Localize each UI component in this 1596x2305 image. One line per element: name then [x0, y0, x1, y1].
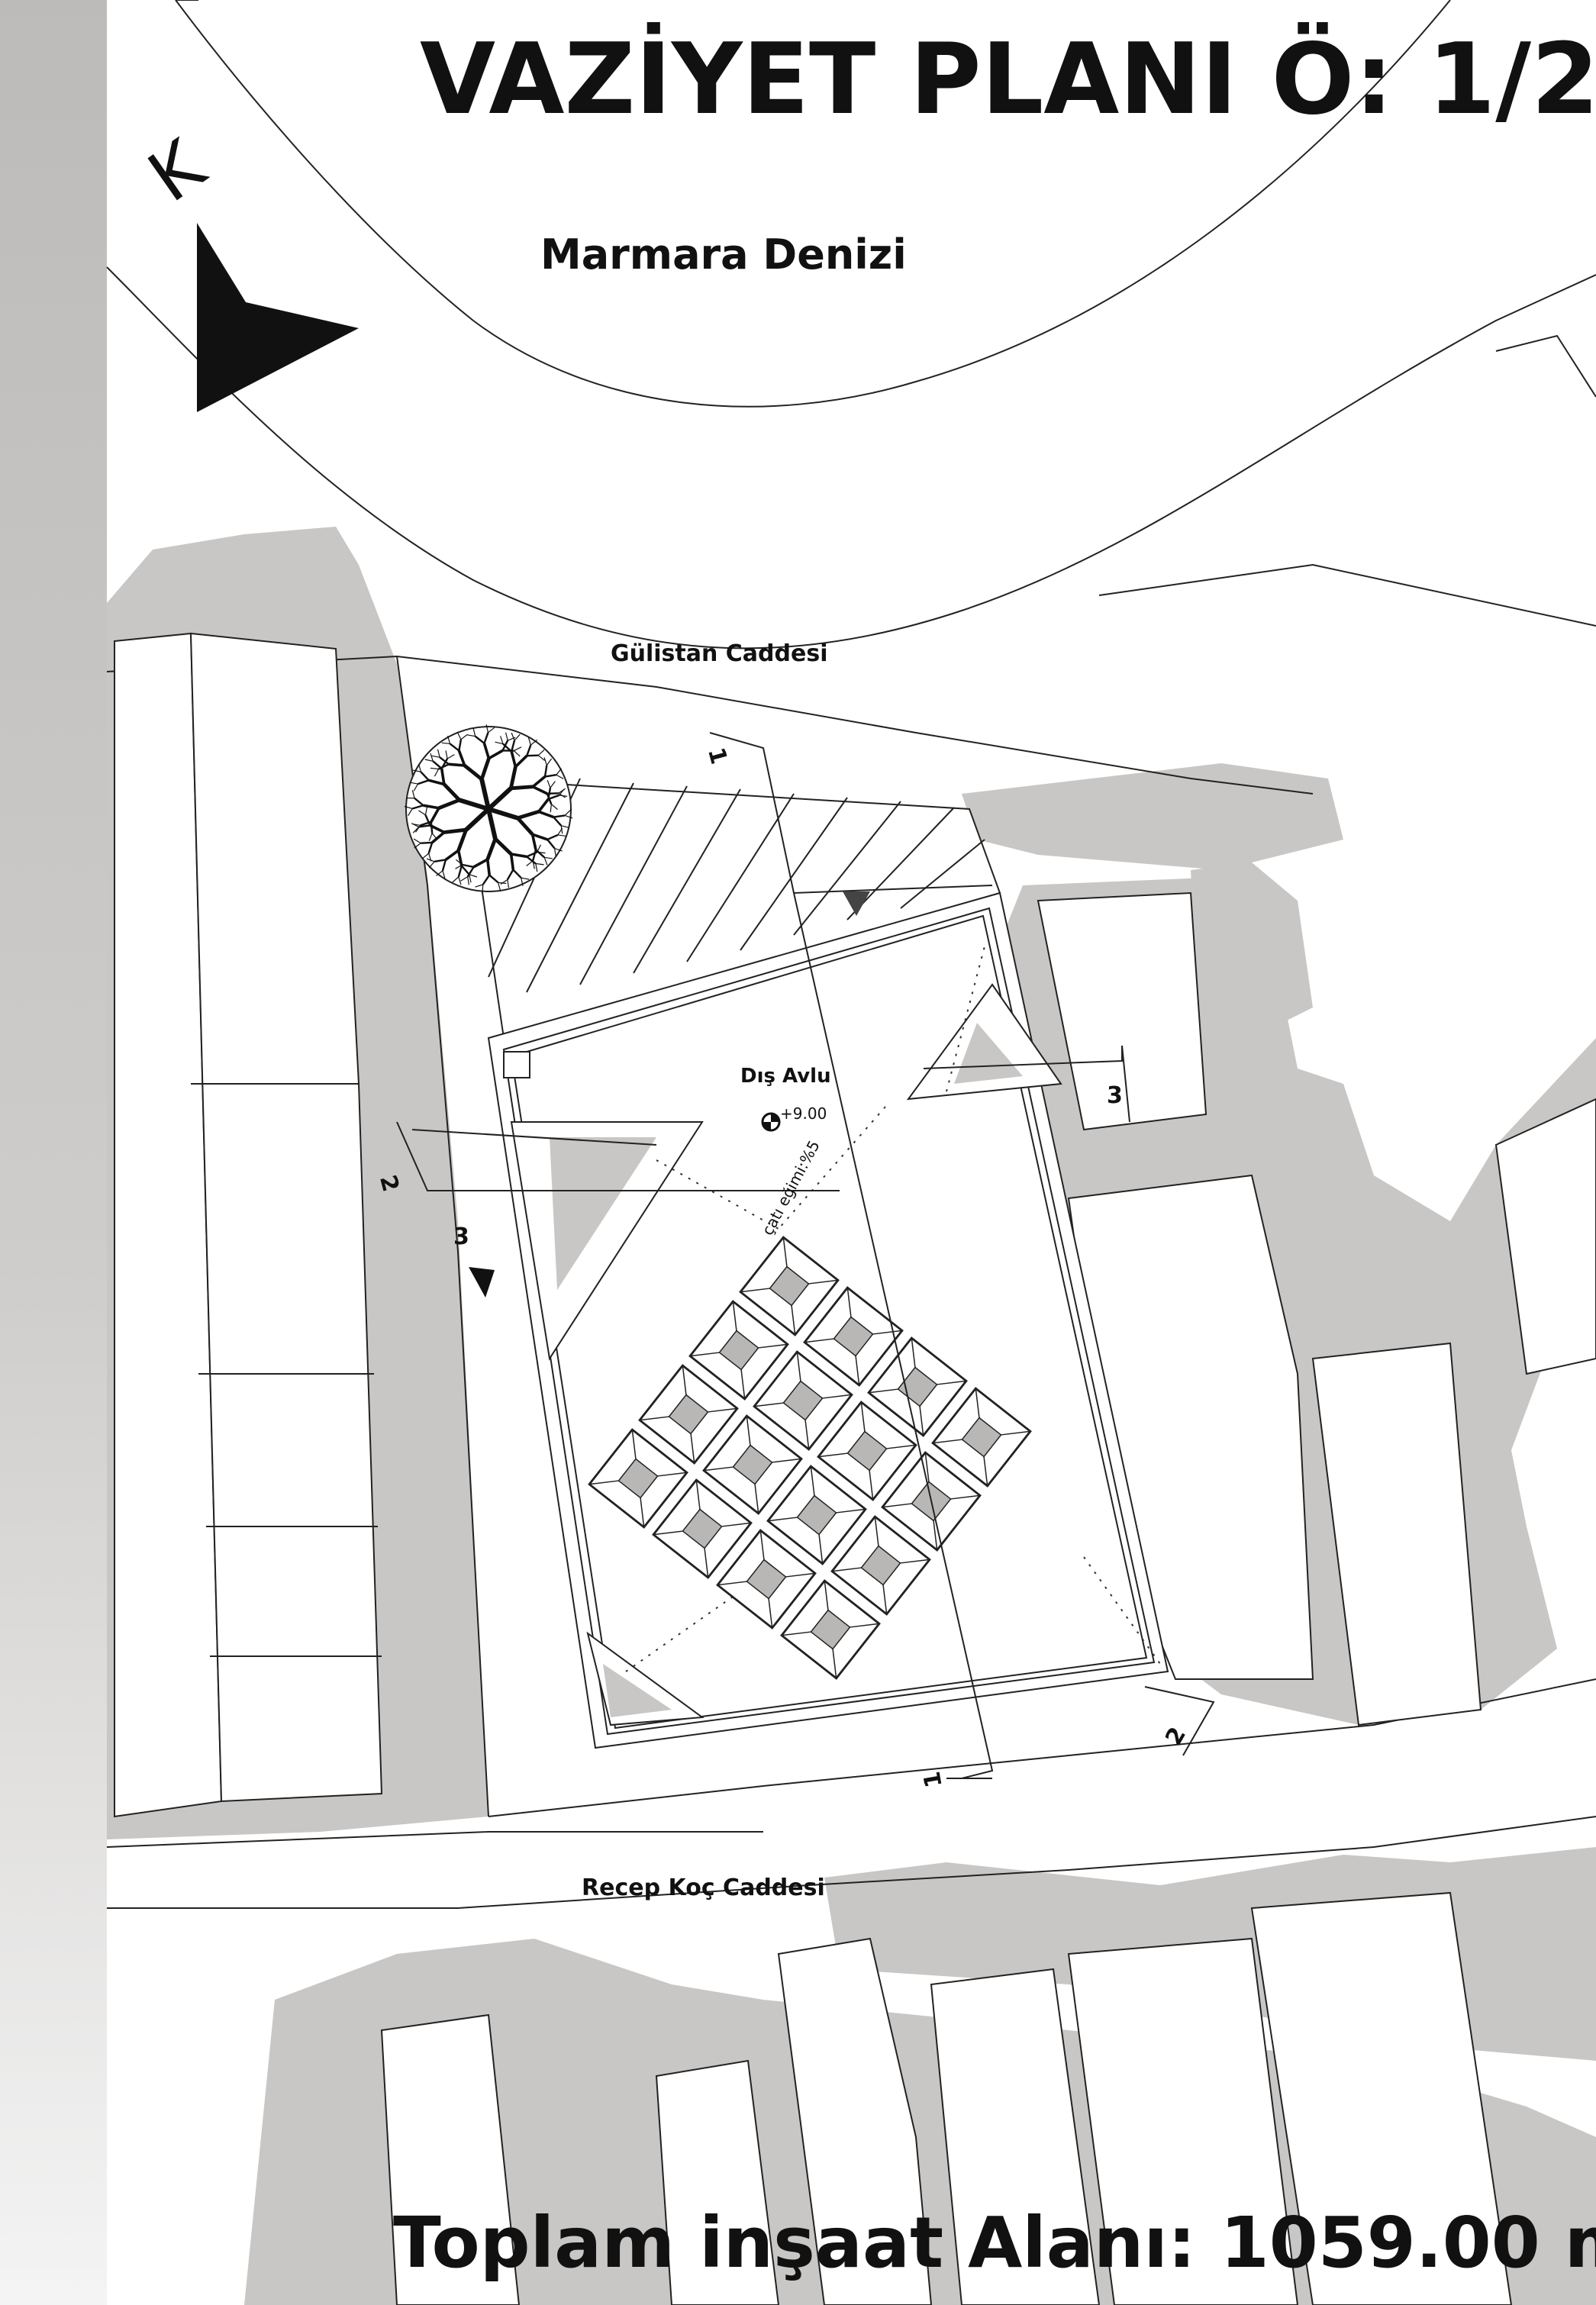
entrance-arrow-icon — [469, 1267, 495, 1298]
skylight-pyramid — [753, 1350, 853, 1451]
skylight-pyramid — [716, 1529, 817, 1630]
courtyard-label: Dış Avlu — [740, 1065, 831, 1088]
section-lines — [396, 732, 1215, 1779]
skylight-pyramid — [766, 1465, 867, 1565]
elevation-marker-icon — [761, 1112, 781, 1132]
skylight-pyramid — [739, 1236, 840, 1336]
skylight-grid — [588, 1236, 1032, 1680]
section-mark: 1 — [702, 745, 732, 767]
left-edge-band — [0, 0, 107, 2305]
page-title: VAZİYET PLANI Ö: 1/200 — [420, 22, 1596, 137]
section-mark: 3 — [453, 1223, 469, 1250]
skylight-pyramid — [780, 1579, 881, 1680]
elevation-label: +9.00 — [780, 1104, 827, 1123]
street-label-north: Gülistan Caddesi — [611, 640, 828, 667]
skylight-pyramid — [702, 1414, 803, 1515]
skylight-pyramid — [638, 1364, 739, 1465]
skylight-pyramid — [688, 1300, 789, 1401]
footer-total-area: Toplam inşaat Alanı: 1059.00 m2 — [393, 2202, 1596, 2284]
street-lines — [106, 0, 1596, 1909]
skylight-pyramid — [803, 1286, 904, 1387]
building-footprints — [114, 632, 1596, 2305]
north-arrow-icon — [197, 223, 359, 412]
skylight-pyramid — [588, 1428, 688, 1529]
skylight-pyramid — [652, 1478, 753, 1579]
sea-label: Marmara Denizi — [540, 230, 907, 279]
skylight-pyramid — [817, 1401, 917, 1501]
skylight-pyramid — [830, 1515, 931, 1616]
skylight-pyramid — [867, 1336, 968, 1437]
section-mark: 1 — [919, 1769, 948, 1790]
entrance-arrow-icon — [843, 891, 870, 916]
tree-icon — [404, 724, 573, 893]
north-label: K — [134, 124, 221, 218]
entrance-hatching — [488, 778, 985, 993]
section-mark: 3 — [1107, 1082, 1123, 1109]
skylight-pyramid — [931, 1387, 1032, 1488]
street-label-south: Recep Koç Caddesi — [582, 1875, 825, 1901]
